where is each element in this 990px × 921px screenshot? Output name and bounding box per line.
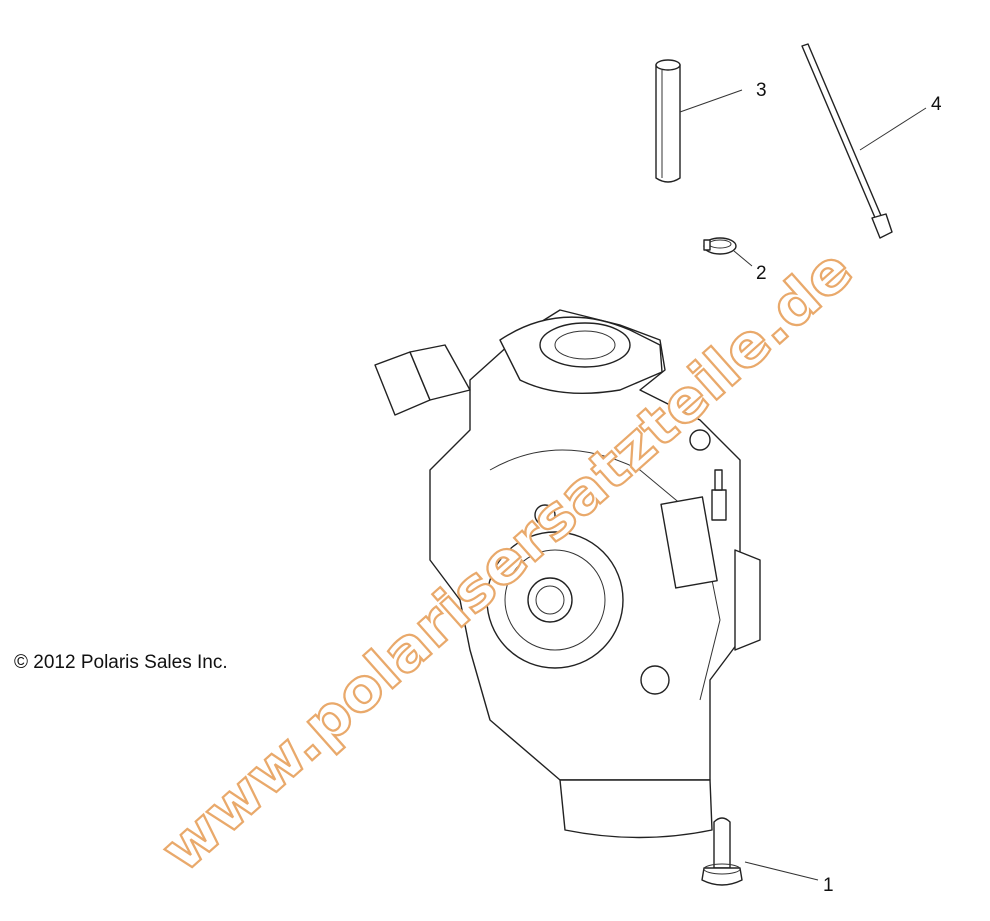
leader-line-3 [679,89,743,113]
leader-line-4 [859,107,927,151]
leader-line-2 [733,250,753,267]
cable-tie-part [801,43,893,239]
vent-hose-part [655,59,681,183]
callout-1: 1 [823,875,834,896]
copyright-notice: © 2012 Polaris Sales Inc. [14,652,228,673]
leader-line-1 [744,861,819,881]
bolt-part [701,817,743,886]
gearcase-part [374,309,761,839]
callout-2: 2 [756,263,767,284]
callout-4: 4 [931,94,942,115]
clamp-part [703,237,737,255]
callout-3: 3 [756,80,767,101]
